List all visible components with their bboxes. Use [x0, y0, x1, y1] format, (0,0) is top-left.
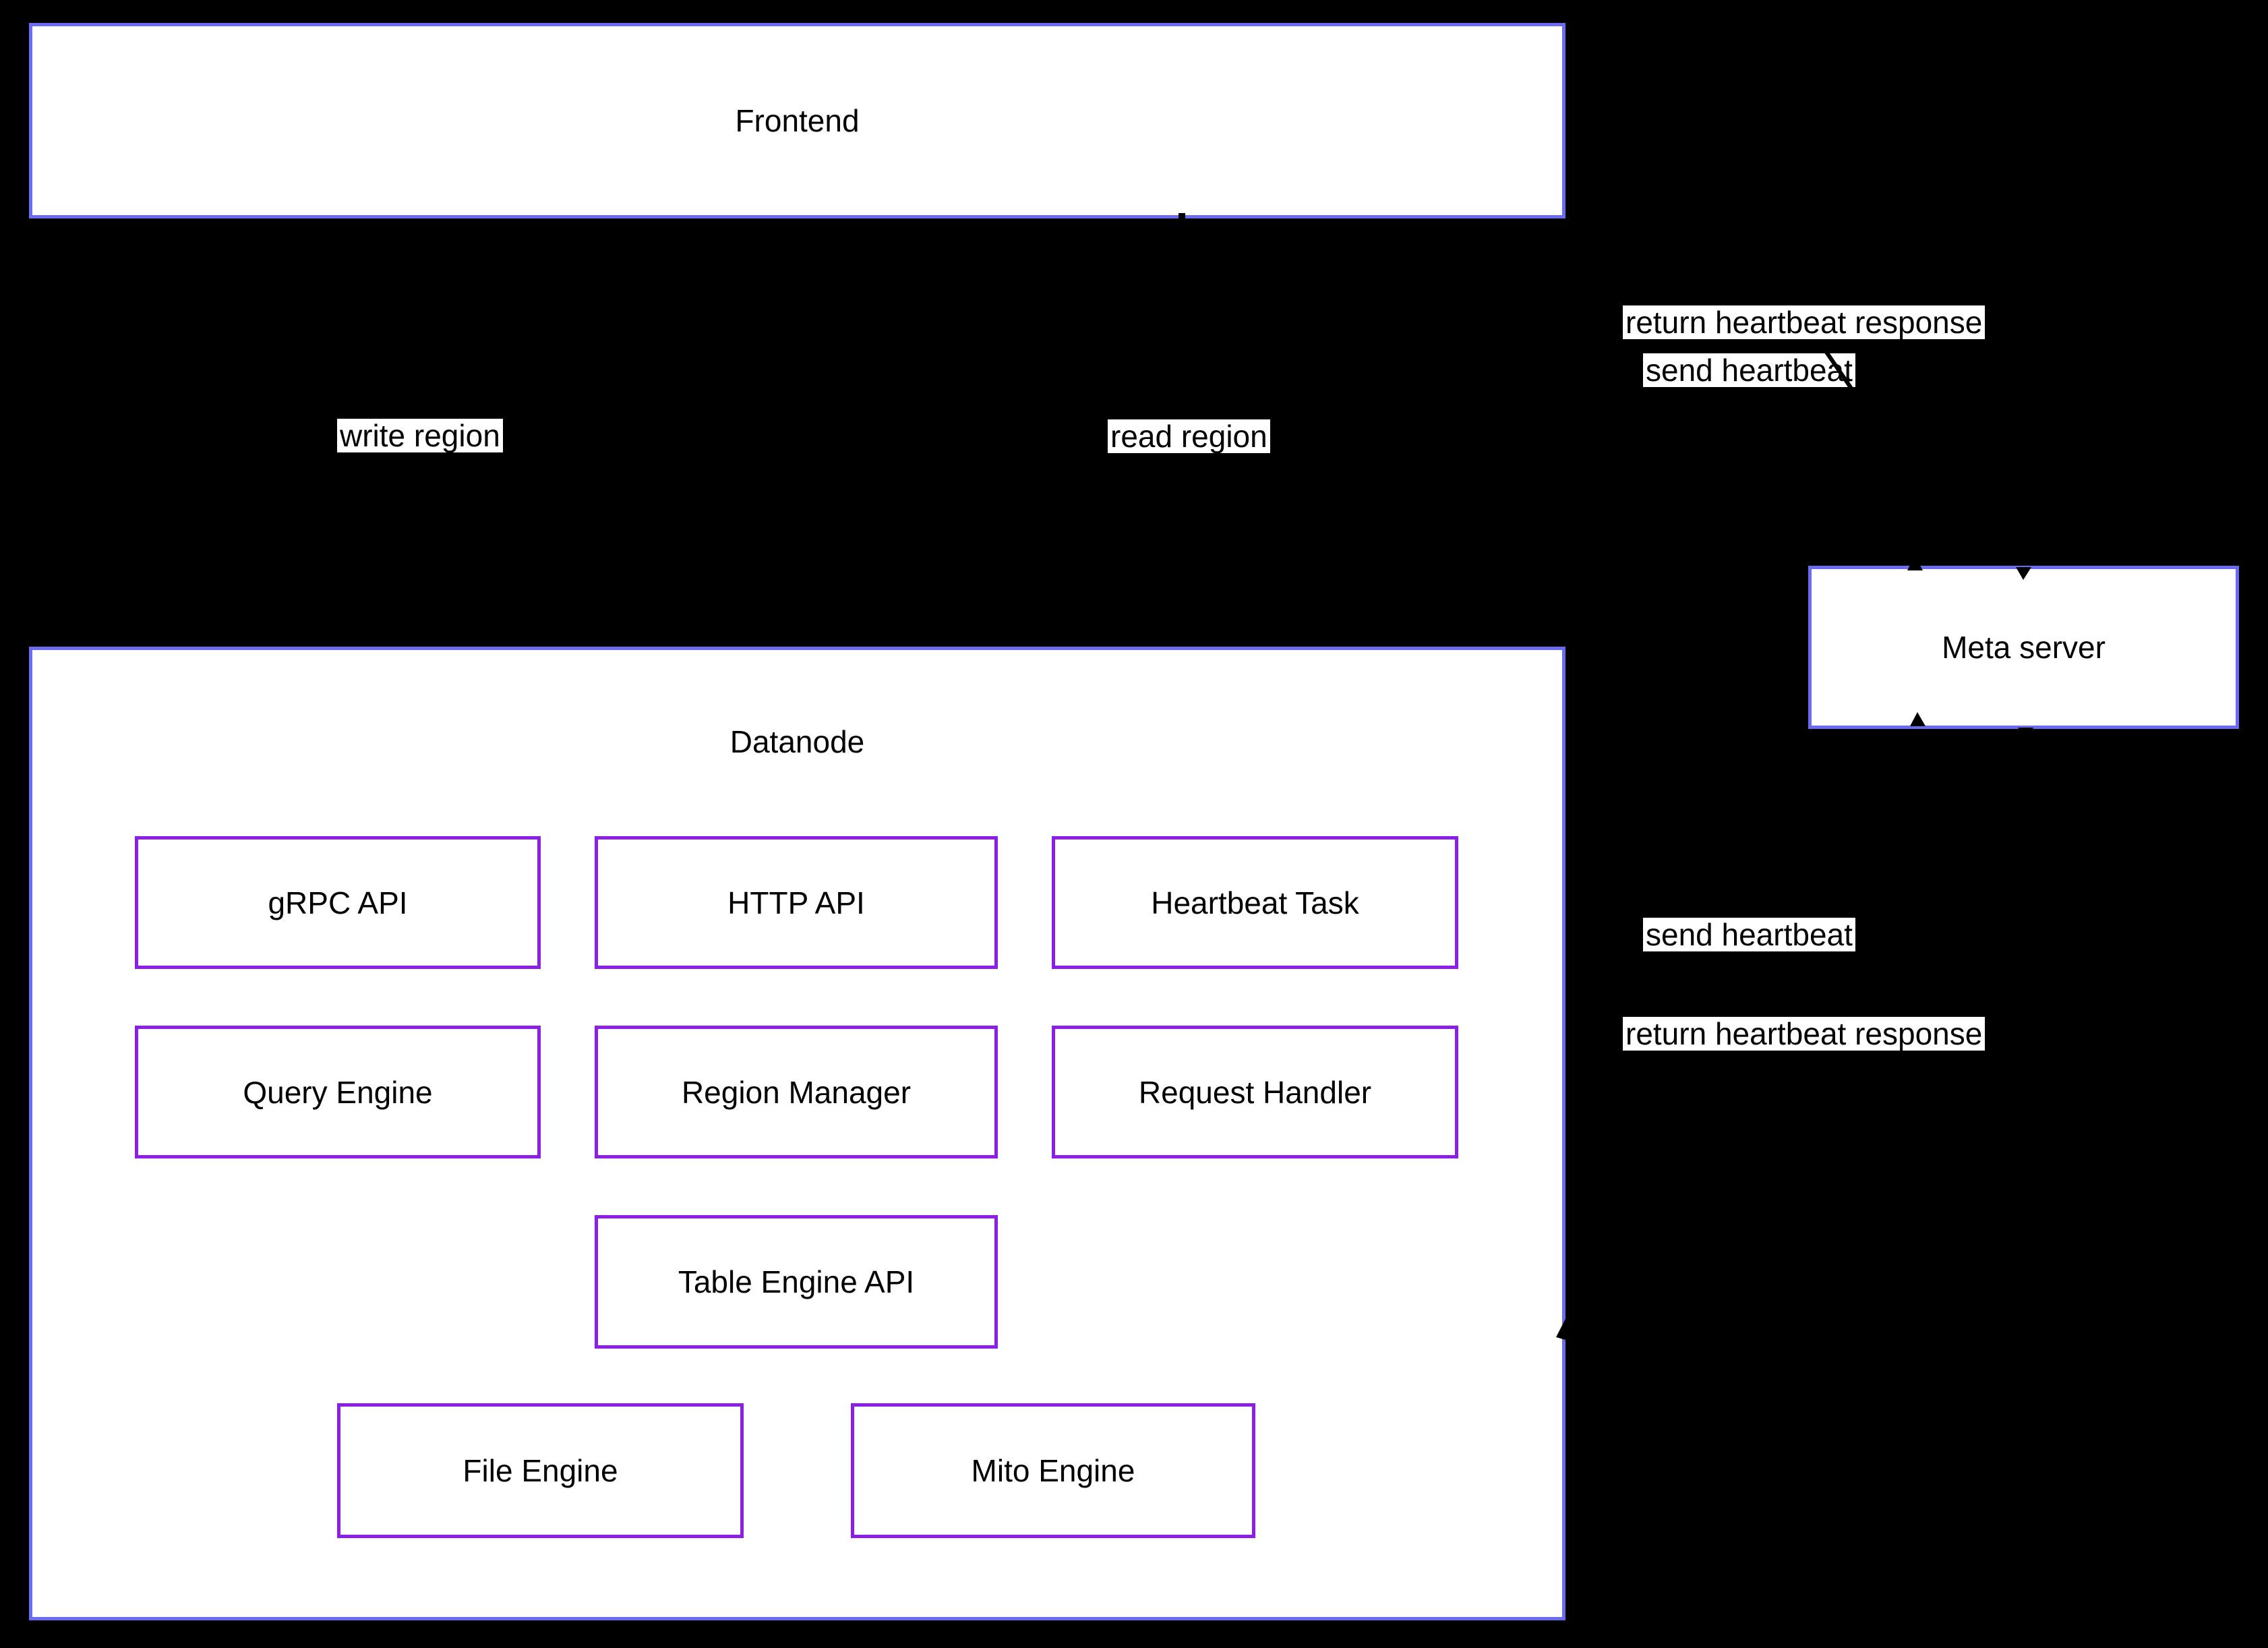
- component-label: Query Engine: [243, 1074, 433, 1110]
- component-label: Heartbeat Task: [1151, 885, 1359, 920]
- edge-label-send-heartbeat-top: send heartbeat: [1643, 353, 1855, 387]
- datanode-label: Datanode: [729, 724, 865, 759]
- frontend-label: Frontend: [735, 103, 860, 138]
- frontend-box: Frontend: [29, 23, 1565, 218]
- edge-label-return-heartbeat-response-mid: return heartbeat response: [1623, 1017, 1986, 1051]
- component-label: HTTP API: [727, 885, 865, 920]
- edge-label-read-region: read region: [1108, 419, 1270, 453]
- component-box-table-engine-api: Table Engine API: [595, 1215, 998, 1349]
- edge-label-return-heartbeat-response-top: return heartbeat response: [1623, 305, 1986, 339]
- component-box-mito-engine: Mito Engine: [851, 1403, 1255, 1538]
- component-label: Request Handler: [1138, 1074, 1372, 1110]
- component-box-request-handler: Request Handler: [1052, 1026, 1458, 1158]
- component-box-heartbeat-task: Heartbeat Task: [1052, 836, 1458, 969]
- component-label: File Engine: [462, 1453, 618, 1488]
- component-label: Table Engine API: [678, 1264, 915, 1299]
- component-box-query-engine: Query Engine: [135, 1026, 541, 1158]
- edge-label-write-region: write region: [337, 419, 503, 452]
- component-label: Mito Engine: [971, 1453, 1135, 1488]
- edge-label-send-heartbeat-mid: send heartbeat: [1643, 918, 1855, 951]
- meta-server-label: Meta server: [1942, 630, 2106, 665]
- component-box-file-engine: File Engine: [337, 1403, 744, 1538]
- component-box-region-manager: Region Manager: [595, 1026, 998, 1158]
- meta-server-box: Meta server: [1808, 566, 2239, 729]
- component-box-http-api: HTTP API: [595, 836, 998, 969]
- component-box-grpc-api: gRPC API: [135, 836, 541, 969]
- component-label: gRPC API: [268, 885, 408, 920]
- component-label: Region Manager: [681, 1074, 912, 1110]
